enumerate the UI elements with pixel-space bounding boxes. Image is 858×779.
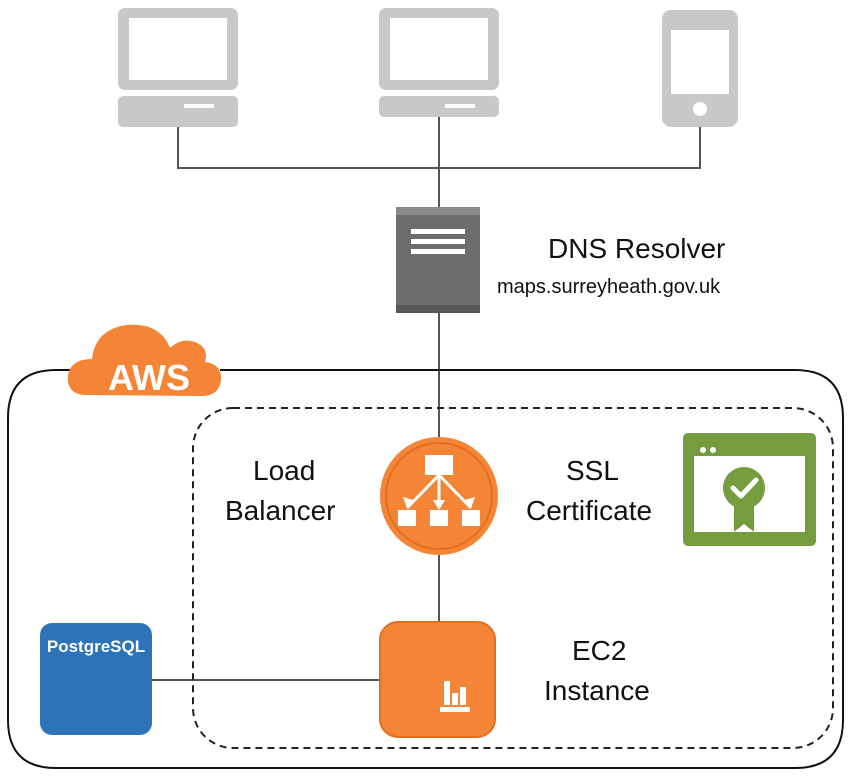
lb-label-line2: Balancer <box>225 495 336 526</box>
cloud-icon: AWS <box>67 324 222 398</box>
ec2-label-line2: Instance <box>544 675 650 706</box>
ssl-label-line2: Certificate <box>526 495 652 526</box>
desktop-computer-icon <box>379 8 499 117</box>
aws-label: AWS <box>108 357 190 398</box>
connectors <box>152 117 701 681</box>
vpc-boundary <box>192 407 834 749</box>
database-label: PostgreSQL <box>47 637 145 656</box>
certificate-icon <box>683 433 816 546</box>
aws-cloud-boundary <box>7 369 844 769</box>
dns-title: DNS Resolver <box>548 233 725 264</box>
ssl-label-line1: SSL <box>566 455 619 486</box>
mobile-phone-icon <box>662 10 738 127</box>
load-balancer-icon <box>380 437 498 555</box>
lb-label-line1: Load <box>253 455 315 486</box>
database-icon: PostgreSQL <box>40 623 152 735</box>
dns-hostname: maps.surreyheath.gov.uk <box>497 276 721 298</box>
ec2-instance-icon <box>379 621 496 738</box>
desktop-computer-icon <box>118 8 238 127</box>
server-icon <box>396 207 480 313</box>
ec2-label-line1: EC2 <box>572 635 626 666</box>
